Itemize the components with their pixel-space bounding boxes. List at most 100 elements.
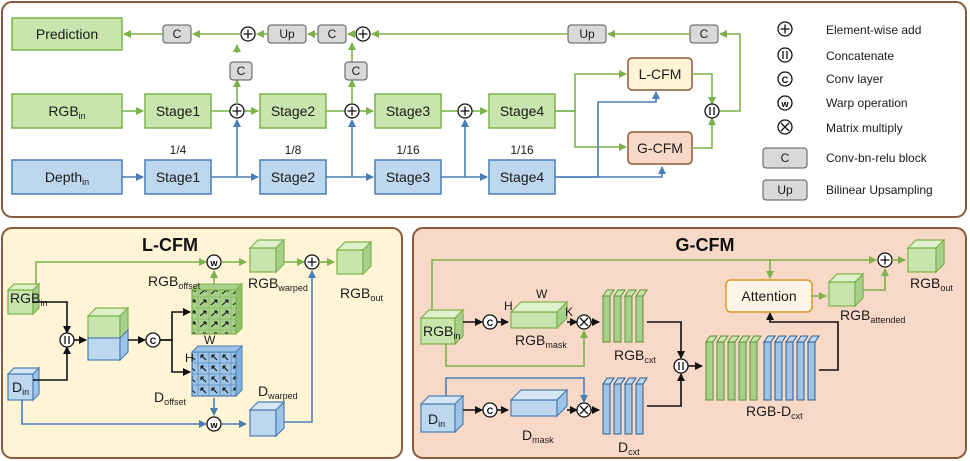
scale-label-1: 1/4 — [170, 143, 187, 157]
gcfm-h-label: H — [504, 299, 513, 313]
rgb-stage3-label: Stage3 — [386, 103, 431, 119]
depth-stage2-label: Stage2 — [271, 169, 316, 185]
gcfm-d-mask-slab-side — [556, 388, 568, 418]
gcfm-rgb-out-cube-side — [935, 238, 945, 274]
gcfm-d-cxt-bars — [602, 377, 648, 435]
lcfm-rgb-offset-grid — [191, 289, 237, 335]
lcfm-rgb-in-label: RGBin — [10, 290, 47, 308]
conv-layer-icon-glyph: C — [782, 75, 789, 85]
rgb-stage1-label: Stage1 — [156, 103, 201, 119]
matrix-multiply-icon — [579, 405, 589, 415]
lcfm-rgb-out-label: RGBout — [340, 285, 383, 303]
gcfm-rgb-cxt-label: RGBcxt — [614, 347, 656, 365]
lcfm-d-in-cube-side — [32, 366, 40, 402]
depth-stage4-label: Stage4 — [500, 169, 545, 185]
rgb-input-box — [11, 93, 123, 129]
gcfm-rgb-in-label: RGBin — [423, 323, 460, 341]
lcfm-w-label: W — [204, 333, 216, 347]
concat-node — [704, 103, 720, 119]
rgb-stage4-label: Stage4 — [500, 103, 545, 119]
gcfm-module-label: G-CFM — [637, 140, 683, 156]
lcfm-arrow-conv-d-offset — [160, 339, 191, 376]
upsample-block-2-label: Up — [579, 27, 595, 41]
matrix-multiply-icon-glyph — [780, 122, 790, 132]
legend-label-concat: Concatenate — [826, 49, 894, 63]
gcfm-rgb-in-cube-side — [454, 308, 464, 346]
legend-upsample-block — [762, 179, 808, 201]
gcfm-rgb-attended-label: RGBattended — [840, 307, 905, 325]
gcfm-w-label: W — [536, 287, 548, 301]
lcfm-d-warped-label: Dwarped — [258, 383, 298, 401]
lcfm-rgb-warped-cube-side — [275, 238, 285, 274]
lcfm-h-label: H — [185, 351, 194, 365]
lcfm-arrow-rgb-warp — [35, 258, 207, 284]
legend-conv-block — [762, 147, 808, 169]
add-icon — [460, 106, 470, 116]
gcfm-d-in-cube-side — [454, 394, 464, 434]
lcfm-rgb-out-cube — [336, 249, 364, 275]
add-icon — [232, 106, 242, 116]
lcfm-rgb-offset-label: RGBoffset — [148, 273, 201, 291]
legend-label-conv: Conv layer — [826, 72, 883, 86]
conv-layer-icon — [777, 71, 793, 87]
concat-icon — [777, 47, 793, 63]
lcfm-rgb-in-cube-side — [32, 282, 40, 316]
legend-label-add: Element-wise add — [826, 23, 921, 37]
add-icon — [358, 29, 368, 39]
gcfm-rgb-mask-slab — [510, 311, 558, 329]
rgb-stage2-label: Stage2 — [271, 103, 316, 119]
gcfm-arrow-rgb-attention — [431, 259, 774, 310]
conv-block-skip1 — [229, 61, 253, 81]
arrow-dstage4-gcfm — [555, 166, 666, 178]
lcfm-arrow-rgb-concat — [33, 301, 71, 334]
warp-icon: w — [209, 258, 218, 268]
legend-label-conv-block: Conv-bn-relu block — [826, 151, 928, 165]
lcfm-concat-feature-depth — [87, 337, 121, 361]
lcfm-arrow-d-concat — [33, 346, 71, 381]
gcfm-d-in-cube — [420, 403, 456, 433]
conv-layer-icon: C — [150, 336, 157, 346]
lcfm-d-warped-cube — [249, 409, 277, 437]
legend-label-warp: Warp operation — [826, 96, 908, 110]
conv-block-prediction-label: C — [173, 27, 182, 41]
add-icon — [347, 106, 357, 116]
conv-block-decoder-2-label: C — [700, 27, 709, 41]
gcfm-rgb-mask-slab-side — [556, 300, 568, 330]
gcfm-rgb-attended-cube — [828, 281, 856, 307]
concat-icon — [64, 336, 70, 344]
gcfm-d-mask-label: Dmask — [522, 427, 554, 445]
legend-label-multiply: Matrix multiply — [826, 121, 903, 135]
gcfm-arrow-attended-add — [863, 268, 889, 291]
legend-label-upsample: Bilinear Upsampling — [826, 183, 933, 197]
lcfm-arrow-d-warp — [21, 400, 207, 428]
lcfm-d-offset-grid — [191, 351, 237, 397]
lcfm-d-in-label: Din — [12, 379, 29, 397]
rgb-input-label: RGBin — [48, 103, 85, 121]
gcfm-arrow-rgb-bypass-mult — [445, 330, 588, 367]
upsample-block-1-label: Up — [279, 27, 295, 41]
gcfm-rgbd-cxt-label: RGB-Dcxt — [746, 403, 803, 421]
arrow-gcfm-concat — [692, 117, 716, 149]
warp-icon: w — [209, 420, 218, 430]
conv-layer-icon: C — [487, 406, 494, 416]
legend-upsample-block-symbol: Up — [777, 183, 793, 197]
lcfm-d-offset-label: Doffset — [154, 389, 186, 407]
scale-label-3: 1/16 — [396, 143, 420, 157]
lcfm-rgb-out-cube-side — [362, 240, 372, 276]
add-icon — [880, 255, 890, 265]
add-icon — [243, 29, 253, 39]
gcfm-k-label: K — [565, 305, 573, 319]
gcfm-d-in-label: Din — [428, 411, 445, 429]
gcfm-arrow-d-bypass-mult — [445, 377, 588, 403]
depth-stage3-label: Stage3 — [386, 169, 431, 185]
lcfm-d-offset-grid-top — [190, 345, 244, 353]
concat-icon — [709, 107, 715, 115]
lcfm-rgb-warped-label: RGBwarped — [248, 275, 308, 293]
arrow-stage4-gcfm — [555, 110, 627, 151]
conv-block-skip1-label: C — [237, 64, 246, 78]
gcfm-arrow-rgbd-attention — [766, 312, 839, 371]
lcfm-rgb-offset-grid-side — [235, 282, 243, 336]
gcfm-d-mask-slab — [510, 399, 558, 417]
warp-icon — [777, 95, 793, 111]
depth-stage4-box — [488, 159, 556, 195]
